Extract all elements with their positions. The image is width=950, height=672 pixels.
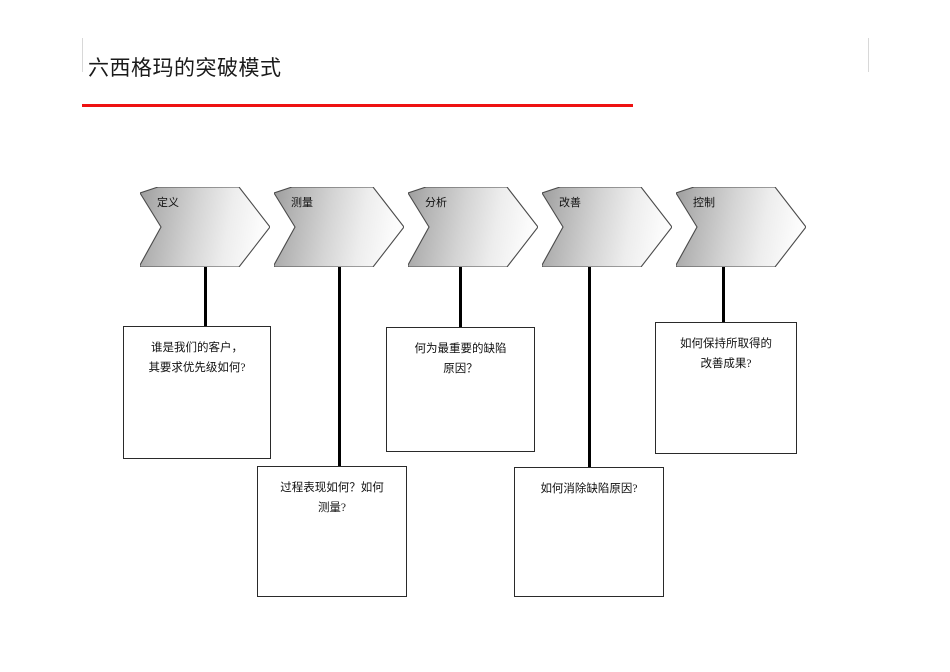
connector-line-5	[722, 267, 725, 323]
phase-chevron-3[interactable]: 分析	[408, 187, 538, 267]
phase-chevron-1[interactable]: 定义	[140, 187, 270, 267]
question-box-5[interactable]: 如何保持所取得的改善成果?	[655, 322, 797, 454]
page-margin-tick-left	[82, 38, 83, 72]
connector-line-2	[338, 267, 341, 467]
question-box-text: 如何保持所取得的改善成果?	[680, 338, 772, 370]
question-box-text: 谁是我们的客户，其要求优先级如何?	[148, 342, 246, 374]
question-box-1[interactable]: 谁是我们的客户，其要求优先级如何?	[123, 326, 271, 459]
phase-chevron-label: 控制	[693, 197, 715, 209]
connector-line-1	[204, 267, 207, 327]
question-box-text: 如何消除缺陷原因?	[540, 483, 638, 495]
connector-line-3	[459, 267, 462, 328]
phase-chevron-label: 测量	[291, 197, 313, 209]
page-margin-tick-right	[868, 38, 869, 72]
connector-line-4	[588, 267, 591, 468]
question-box-3[interactable]: 何为最重要的缺陷原因？	[386, 327, 535, 452]
phase-chevron-label: 改善	[559, 197, 581, 209]
title-underline-rule	[82, 104, 633, 107]
phase-chevron-5[interactable]: 控制	[676, 187, 806, 267]
question-box-text: 过程表现如何？如何测量?	[280, 482, 384, 514]
phase-chevron-label: 分析	[425, 197, 447, 209]
slide-title: 六西格玛的突破模式	[88, 56, 282, 80]
question-box-2[interactable]: 过程表现如何？如何测量?	[257, 466, 407, 597]
question-box-text: 何为最重要的缺陷原因？	[414, 343, 507, 375]
phase-chevron-label: 定义	[157, 197, 179, 209]
phase-chevron-2[interactable]: 测量	[274, 187, 404, 267]
phase-chevron-4[interactable]: 改善	[542, 187, 672, 267]
question-box-4[interactable]: 如何消除缺陷原因?	[514, 467, 664, 597]
